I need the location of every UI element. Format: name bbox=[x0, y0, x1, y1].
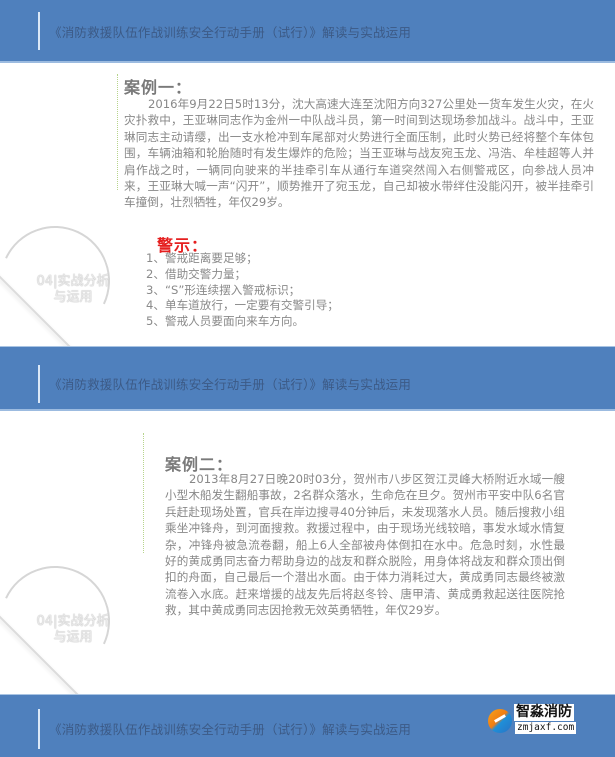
watermark-name: 智淼消防 bbox=[514, 704, 574, 721]
header-bar-middle: 《消防救援队伍作战训练安全行动手册（试行）》解读与实战运用 bbox=[0, 346, 615, 411]
section-decoration: 04|实战分析 与运用 bbox=[0, 550, 126, 733]
watermark-logo: 智淼消防 zmjaxf.com bbox=[488, 703, 588, 739]
warning-item: 3、“S”形连续摆入警戒标识； bbox=[146, 282, 301, 297]
case2-body: 2013年8月27日晚20时03分，贺州市八步区贺江灵峰大桥附近水域一艘小型木船… bbox=[165, 472, 565, 618]
warning-item: 1、警戒距离要足够； bbox=[146, 251, 258, 265]
dotted-divider bbox=[143, 433, 144, 553]
header-title: 《消防救援队伍作战训练安全行动手册（试行）》解读与实战运用 bbox=[49, 722, 412, 737]
header-bar-bottom: 《消防救援队伍作战训练安全行动手册（试行）》解读与实战运用 智淼消防 zmjax… bbox=[0, 694, 615, 757]
brand-logo-icon bbox=[488, 709, 512, 733]
section-label: 04|实战分析 与运用 bbox=[36, 274, 110, 305]
warning-item: 5、警戒人员要面向来车方向。 bbox=[146, 314, 305, 329]
watermark-url: zmjaxf.com bbox=[515, 722, 577, 734]
header-accent-line bbox=[38, 12, 40, 50]
header-bar-top: 《消防救援队伍作战训练安全行动手册（试行）》解读与实战运用 bbox=[0, 0, 615, 63]
header-accent-line bbox=[38, 365, 40, 403]
header-accent-line bbox=[38, 709, 40, 749]
header-title: 《消防救援队伍作战训练安全行动手册（试行）》解读与实战运用 bbox=[49, 377, 412, 392]
case1-body: 2016年9月22日5时13分，沈大高速大连至沈阳方向327公里处一货车发生火灾… bbox=[124, 97, 594, 210]
warning-item: 4、单车道放行，一定要有交警引导； bbox=[146, 298, 339, 313]
warning-item: 2、借助交警力量； bbox=[146, 266, 247, 281]
warning-list: 1、警戒距离要足够； 2、借助交警力量； 3、“S”形连续摆入警戒标识； 4、单… bbox=[146, 251, 339, 330]
case1-heading: 案例一： bbox=[124, 78, 193, 97]
case2-heading: 案例二： bbox=[165, 455, 234, 474]
warning-heading: 警示： bbox=[157, 236, 209, 255]
dotted-divider bbox=[117, 74, 118, 190]
section-label: 04|实战分析 与运用 bbox=[36, 614, 110, 645]
section-decoration: 04|实战分析 与运用 bbox=[0, 210, 126, 393]
header-title: 《消防救援队伍作战训练安全行动手册（试行）》解读与实战运用 bbox=[49, 25, 412, 40]
